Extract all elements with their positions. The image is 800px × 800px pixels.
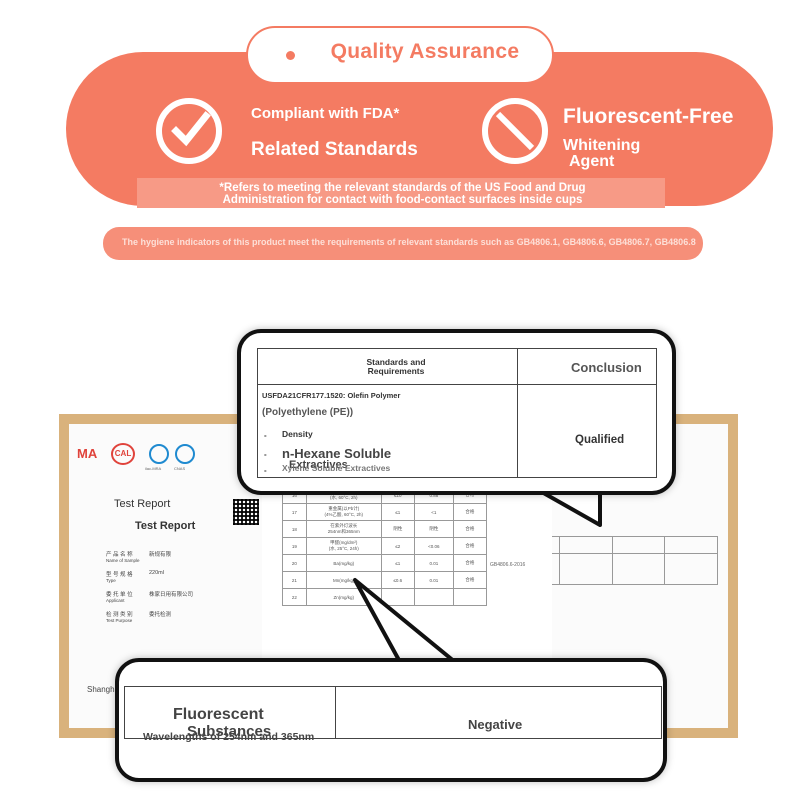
cnas-logo [175,444,195,464]
xylene-item: Xylene Soluble Extractives [282,463,391,473]
standards-header: Standards and Requirements [366,357,426,376]
sample-value: 新规有限 [149,552,172,558]
results-item-name: 重金属(以Pb计) [328,506,360,511]
conclusion-cell [517,384,657,478]
fda-standard: USFDA21CFR177.1520: Olefin Polymer [262,391,401,400]
sample-label-en: Name of Sample [106,558,140,563]
results-cell-ok: 合格 [452,537,488,555]
results-item-name: Ba(mg/kg) [333,560,355,566]
qr-code [233,499,259,525]
type-value: 220ml [149,570,164,576]
sample-label: 产 品 名 称 [106,552,133,558]
results-cell-ok [452,588,488,606]
agent-label: Agent [569,153,615,170]
bullet-2: - [264,450,267,459]
ilac-label: ilac-MRA [145,466,162,471]
title-pill [246,26,554,84]
ilac-logo [149,444,169,464]
report-title-en: Test Report [114,498,171,510]
results-item-condition: (水, 60°C, 2h) [329,495,358,500]
results-item-name: Zn(mg/kg) [333,594,354,600]
footnote-line-1: *Refers to meeting the relevant standard… [219,182,586,194]
hexane-item: n-Hexane Soluble [282,446,392,461]
results-cell-limit [380,588,415,606]
results-item-condition: 254nm和365nm [327,529,360,534]
bullet-3: - [264,466,267,475]
qualified-result: Qualified [575,434,625,446]
fluorescent-table [124,686,662,739]
type-label: 型 号 规 格 [106,572,133,578]
fluorescent-item: Fluorescent [173,706,264,723]
wavelength-note: Wavelengths of 254nm and 365nm [143,731,315,743]
results-cell-name: 甲醛(mg/dm²)(水, 25°C, 24h) [305,537,382,555]
conclusion-header: Conclusion [571,360,642,375]
results-cell-ok: 合格 [452,520,488,538]
purpose-label: 检 测 类 别 [106,612,133,618]
density-item: Density [282,429,313,439]
results-cell-limit: ≤2 [380,537,415,555]
results-item-condition: (水, 25°C, 24h) [328,546,359,551]
fluorescent-item-cont: Substances [187,723,272,740]
cnas-label: CNAS [174,466,186,471]
applicant-label-en: Applicant [106,598,125,603]
applicant-value: 株家日用有限公司 [149,592,194,598]
cal-logo: CAL [111,443,135,465]
title-dot [286,51,295,60]
footnote-background [137,178,665,208]
fluorescent-divider [335,686,336,739]
prohibited-icon [482,98,548,164]
standard-reference: GB4806.6-2016 [490,562,526,568]
results-item-name: 甲醛(mg/dm²) [330,540,358,545]
type-label-en: Type [106,578,116,583]
check-circle-icon [156,98,222,164]
report-title: Test Report [135,520,196,532]
material-name: (Polyethylene (PE)) [262,407,354,418]
fda-standards-label: Related Standards [251,139,418,160]
results-item-name: Mn(mg/kg) [332,577,355,583]
hygiene-bar [103,227,703,260]
footnote-line-2: Administration for contact with food-con… [222,194,583,206]
ma-logo: MA [77,446,98,461]
shanghai-label: Shanghai [87,685,121,694]
fluorescent-callout: Fluorescent Substances Wavelengths of 25… [115,658,667,782]
whitening-label: Whitening [563,137,641,154]
hygiene-statement: The hygiene indicators of this product m… [122,237,696,247]
results-item-condition: (4%乙酸, 60°C, 2h) [324,512,364,517]
standards-callout: Standards and Requirements Conclusion US… [237,329,676,495]
bullet-1: - [264,431,267,440]
negative-result: Negative [468,717,523,732]
quality-assurance-title: Quality Assurance [330,40,520,63]
fda-footnote: *Refers to meeting the relevant standard… [140,182,665,206]
hexane-item-cont: Extractives [289,459,348,471]
purpose-value: 委托检测 [149,612,172,618]
fluorescent-free-title: Fluorescent-Free [563,105,734,128]
fda-compliance-label: Compliant with FDA* [251,105,400,122]
results-item-name: 在紫外灯波长 [330,523,358,528]
applicant-label: 委 托 单 位 [106,592,133,598]
purpose-label-en: Test Purpose [106,618,133,623]
